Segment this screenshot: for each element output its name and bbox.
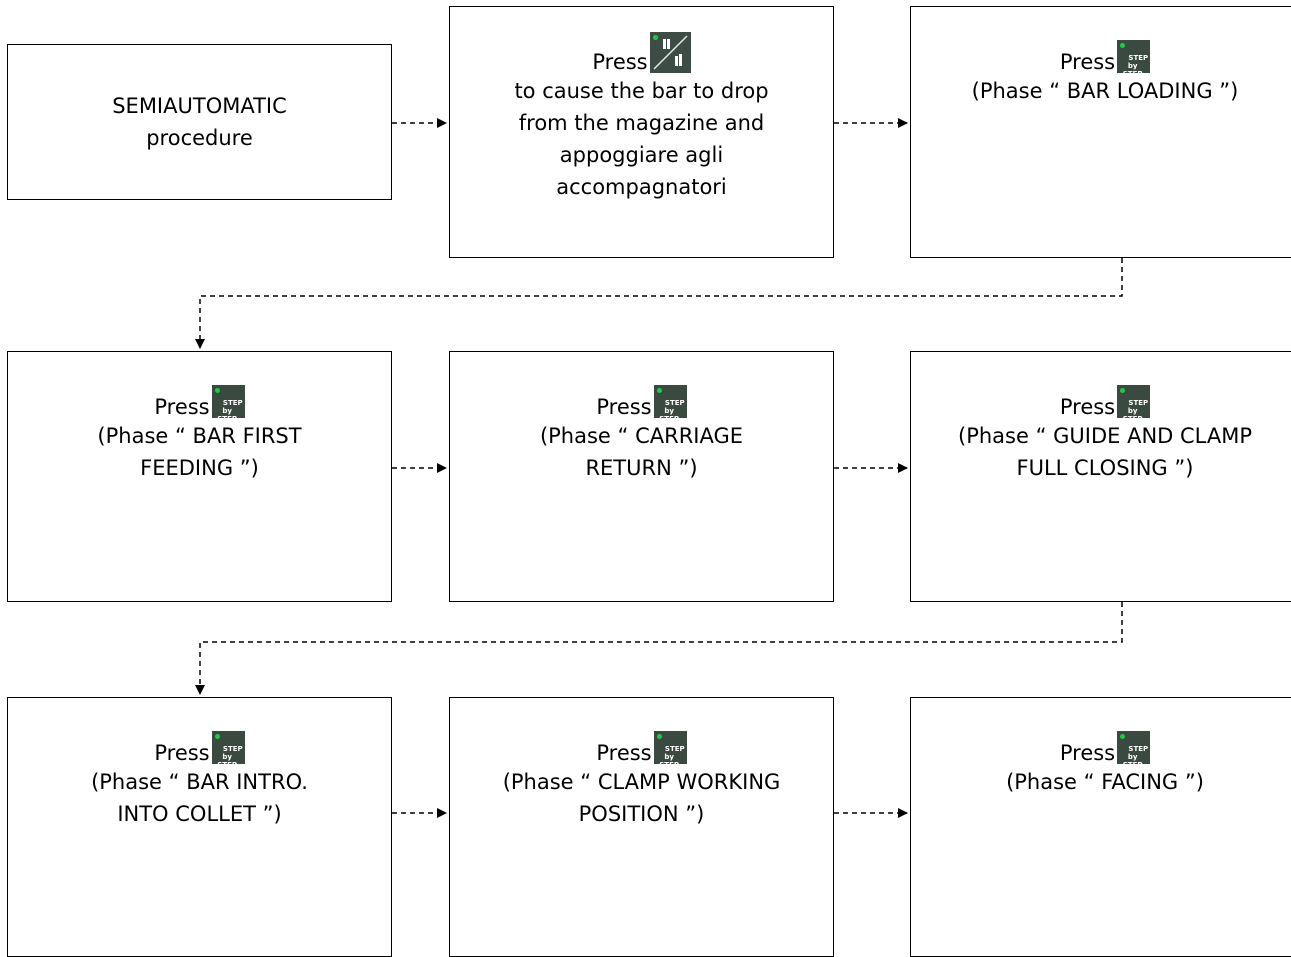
step-text-line: (Phase “ GUIDE AND CLAMP — [958, 424, 1252, 448]
press-label: Press — [1059, 741, 1116, 765]
step-text-line: accompagnatori — [556, 175, 727, 199]
step-semiautomatic-procedure: SEMIAUTOMATIC procedure — [7, 44, 392, 200]
step-bar-drop: Press to cause the bar to drop from the … — [449, 6, 834, 258]
step-guide-and-clamp-full-closing: Press STEP by STEP (Phase “ GUIDE AND CL… — [910, 351, 1291, 602]
step-clamp-working-position: Press STEP by STEP (Phase “ CLAMP WORKIN… — [449, 697, 834, 957]
step-text-line: RETURN ”) — [585, 456, 698, 480]
step-facing: Press STEP by STEP (Phase “ FACING ”) — [910, 697, 1291, 957]
arrow-6-7 — [195, 602, 1123, 695]
step-text-line: POSITION ”) — [578, 802, 705, 826]
press-label: Press — [596, 395, 652, 419]
step-carriage-return: Press STEP by STEP (Phase “ CARRIAGE RET… — [449, 351, 834, 602]
arrow-3-4 — [195, 258, 1123, 349]
step-text-line: procedure — [146, 126, 253, 150]
step-by-step-icon: STEP by STEP — [1117, 731, 1151, 769]
press-label: Press — [592, 50, 648, 74]
step-text-line: FULL CLOSING ”) — [1016, 456, 1194, 480]
step-text-line: appoggiare agli — [559, 143, 724, 167]
press-line: Press STEP by STEP — [8, 358, 391, 423]
press-line: Press STEP by STEP — [450, 704, 833, 769]
step-text-line: (Phase “ BAR INTRO. — [91, 770, 308, 794]
step-by-step-icon: STEP by STEP — [1117, 40, 1151, 78]
step-text-line: from the magazine and — [518, 111, 765, 135]
press-label: Press — [1059, 50, 1116, 74]
step-text-line: (Phase “ CARRIAGE — [539, 424, 744, 448]
press-line: Press — [450, 13, 833, 75]
step-text-line: (Phase “ BAR LOADING ”) — [971, 79, 1239, 103]
step-text-line: INTO COLLET ”) — [117, 802, 282, 826]
press-label: Press — [596, 741, 652, 765]
step-bar-first-feeding: Press STEP by STEP (Phase “ BAR FIRST FE… — [7, 351, 392, 602]
step-by-step-icon: STEP by STEP — [211, 731, 245, 769]
press-line: Press STEP by STEP — [450, 358, 833, 423]
press-label: Press — [154, 395, 210, 419]
press-line: Press STEP by STEP — [911, 704, 1291, 769]
step-text-line: (Phase “ BAR FIRST — [97, 424, 302, 448]
step-by-step-icon: STEP by STEP — [653, 731, 687, 769]
step-text-line: to cause the bar to drop — [514, 79, 769, 103]
press-line: Press STEP by STEP — [8, 704, 391, 769]
step-text-line: FEEDING ”) — [140, 456, 259, 480]
step-by-step-icon: STEP by STEP — [653, 385, 687, 423]
step-bar-intro-into-collet: Press STEP by STEP (Phase “ BAR INTRO. I… — [7, 697, 392, 957]
step-by-step-icon: STEP by STEP — [1117, 385, 1151, 423]
press-line: Press STEP by STEP — [911, 358, 1291, 423]
press-label: Press — [1059, 395, 1116, 419]
step-text-line: SEMIAUTOMATIC — [112, 94, 287, 118]
bar-drop-icon — [649, 32, 691, 73]
step-bar-loading: Press STEP by STEP (Phase “ BAR LOADING … — [910, 6, 1291, 258]
step-text-line: (Phase “ FACING ”) — [1006, 770, 1204, 794]
step-text-line: (Phase “ CLAMP WORKING — [502, 770, 781, 794]
step-by-step-icon: STEP by STEP — [211, 385, 245, 423]
press-label: Press — [154, 741, 210, 765]
press-line: Press STEP by STEP — [911, 13, 1291, 78]
